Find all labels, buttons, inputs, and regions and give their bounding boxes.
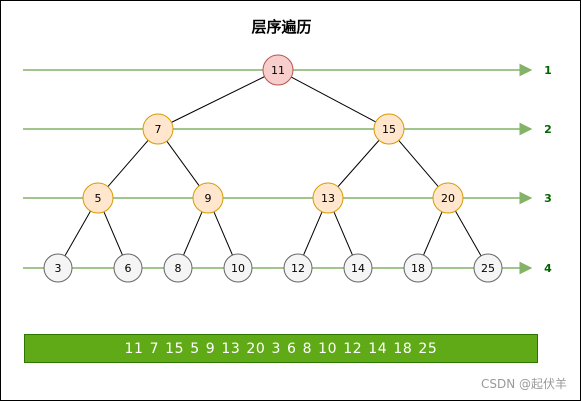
edge-n15-n13 <box>337 139 380 188</box>
tree-node-14: 14 <box>343 253 373 283</box>
node-label-8: 8 <box>175 262 182 275</box>
tree-node-6: 6 <box>113 253 143 283</box>
node-circle-25 <box>473 253 503 283</box>
node-circle-8 <box>163 253 193 283</box>
tree-node-11: 11 <box>262 54 294 86</box>
node-label-11: 11 <box>271 64 285 77</box>
tree-node-20: 20 <box>432 182 464 214</box>
node-circle-9 <box>192 182 224 214</box>
node-label-15: 15 <box>382 123 396 136</box>
edge-n9-n8 <box>183 211 203 256</box>
tree-node-10: 10 <box>223 253 253 283</box>
edge-n20-n25 <box>455 210 482 257</box>
level-label-4: 4 <box>544 262 552 275</box>
node-circle-20 <box>432 182 464 214</box>
edge-n7-n9 <box>166 140 200 187</box>
node-label-7: 7 <box>155 123 162 136</box>
edge-n13-n14 <box>333 211 353 256</box>
edge-n5-n3 <box>64 210 91 257</box>
node-circle-18 <box>403 253 433 283</box>
node-label-14: 14 <box>351 262 365 275</box>
edge-n15-n20 <box>398 140 439 187</box>
diagram-title: 层序遍历 <box>251 18 312 36</box>
node-circle-15 <box>373 113 405 145</box>
node-circle-13 <box>312 182 344 214</box>
node-label-13: 13 <box>321 192 335 205</box>
tree-node-25: 25 <box>473 253 503 283</box>
node-label-10: 10 <box>231 262 245 275</box>
level-label-3: 3 <box>544 192 552 205</box>
node-label-25: 25 <box>481 262 495 275</box>
node-label-9: 9 <box>205 192 212 205</box>
level-lines <box>23 63 533 275</box>
tree-node-18: 18 <box>403 253 433 283</box>
tree-node-9: 9 <box>192 182 224 214</box>
edge-n20-n18 <box>423 211 443 256</box>
edge-n5-n6 <box>103 211 123 256</box>
node-label-5: 5 <box>95 192 102 205</box>
edge-n7-n5 <box>107 139 149 188</box>
node-label-3: 3 <box>55 262 62 275</box>
node-circle-10 <box>223 253 253 283</box>
node-circle-14 <box>343 253 373 283</box>
edge-n13-n12 <box>303 211 323 256</box>
edge-n11-n15 <box>291 76 376 123</box>
tree-node-8: 8 <box>163 253 193 283</box>
node-label-12: 12 <box>291 262 305 275</box>
node-circle-7 <box>142 113 174 145</box>
level-label-2: 2 <box>544 123 552 136</box>
edge-n11-n7 <box>171 76 265 123</box>
tree-node-3: 3 <box>43 253 73 283</box>
watermark: CSDN @起伏羊 <box>480 377 567 391</box>
tree-node-5: 5 <box>82 182 114 214</box>
tree-node-15: 15 <box>373 113 405 145</box>
node-circle-11 <box>262 54 294 86</box>
tree-edges <box>64 76 482 257</box>
node-label-20: 20 <box>441 192 455 205</box>
node-circle-6 <box>113 253 143 283</box>
traversal-order-text: 11 7 15 5 9 13 20 3 6 8 10 12 14 18 25 <box>124 340 438 357</box>
node-circle-12 <box>283 253 313 283</box>
node-circle-3 <box>43 253 73 283</box>
edge-n9-n10 <box>213 211 233 256</box>
node-label-6: 6 <box>125 262 132 275</box>
tree-node-13: 13 <box>312 182 344 214</box>
node-circle-5 <box>82 182 114 214</box>
traversal-order-bar: 11 7 15 5 9 13 20 3 6 8 10 12 14 18 25 <box>24 334 538 363</box>
tree-node-12: 12 <box>283 253 313 283</box>
level-label-1: 1 <box>544 64 552 77</box>
level-labels: 1 2 3 4 <box>544 64 552 275</box>
node-label-18: 18 <box>411 262 425 275</box>
tree-nodes: 11 7 15 5 9 13 20 3 6 8 10 12 14 18 25 <box>43 54 503 283</box>
tree-node-7: 7 <box>142 113 174 145</box>
